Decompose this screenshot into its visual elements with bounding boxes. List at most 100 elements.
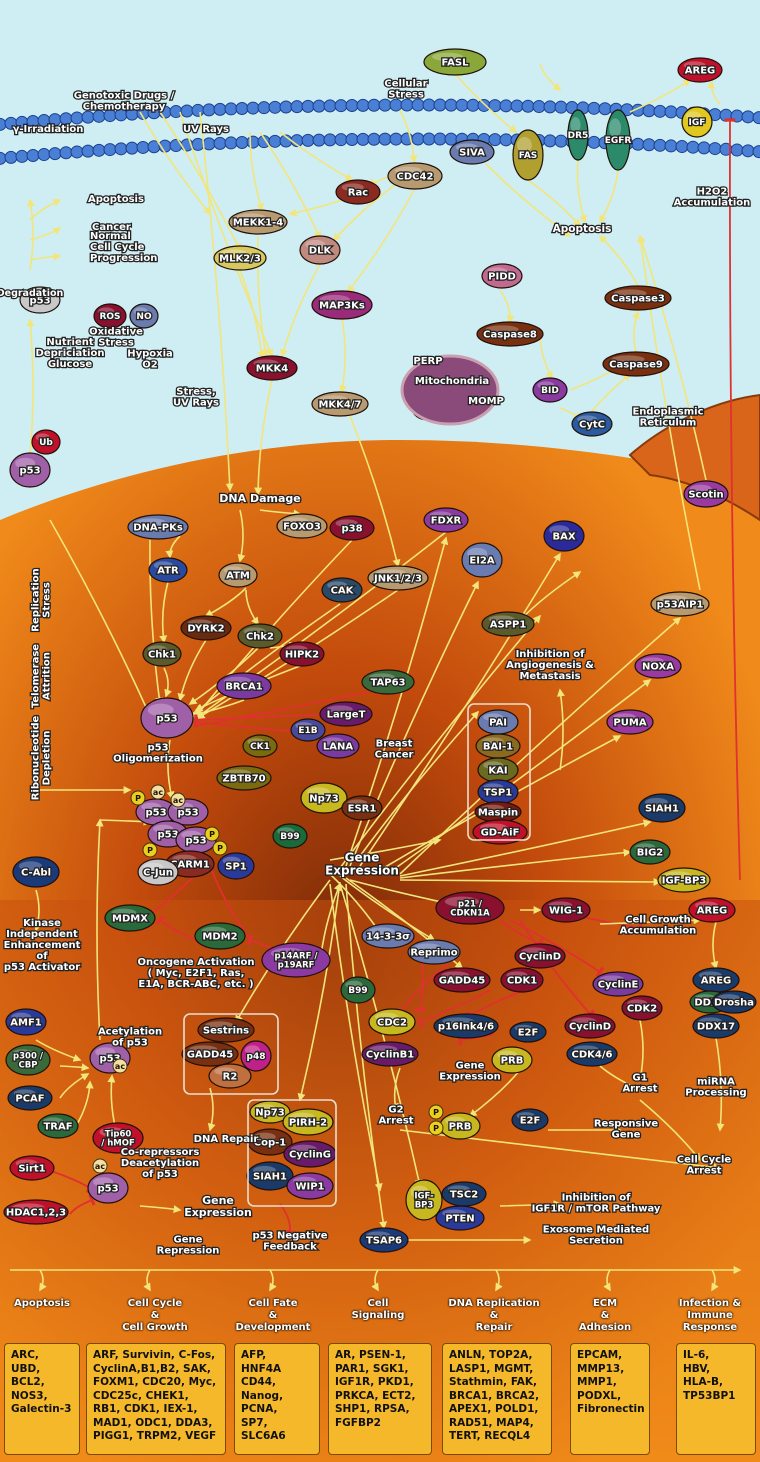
acetyl-marker: ac <box>112 1058 128 1074</box>
membrane-bead <box>323 133 337 147</box>
node-highlight <box>35 433 50 442</box>
node-shape <box>681 106 713 138</box>
membrane-bead <box>169 105 183 119</box>
activation-edge <box>179 111 274 358</box>
node-highlight <box>635 843 656 852</box>
node-shape <box>5 1044 51 1076</box>
membrane-bead <box>741 110 755 124</box>
node-highlight <box>214 1067 236 1076</box>
node-shape <box>629 839 671 865</box>
node-atm: ATM <box>218 562 258 588</box>
node-areg2: AREG <box>688 897 736 923</box>
node-shape <box>329 515 375 541</box>
label-line: Repression <box>157 1246 220 1257</box>
node-label: ATR <box>157 566 179 577</box>
label-line: Angiogenesis & <box>506 660 594 671</box>
membrane-bead <box>268 134 282 148</box>
membrane-bead <box>664 139 678 153</box>
activation-edge <box>345 536 449 867</box>
membrane-bead <box>400 98 414 112</box>
node-label: CyclinD <box>519 952 561 963</box>
membrane-bead <box>554 134 568 148</box>
node-highlight <box>283 517 309 526</box>
marker-dot <box>170 792 186 808</box>
label-line: DNA Repair <box>194 1134 259 1145</box>
membrane-bead <box>59 112 73 126</box>
membrane-bead <box>70 145 84 159</box>
inhibition-edge <box>509 919 605 978</box>
membrane-bead <box>642 104 656 118</box>
activation-edge <box>399 1129 722 1172</box>
node-highlight <box>13 1089 36 1098</box>
label-line: Kinase <box>23 918 61 929</box>
membrane-bead <box>378 98 392 112</box>
membrane-bead <box>367 98 381 112</box>
node-label: MEKK1-4 <box>233 218 283 229</box>
node-shape <box>688 897 736 923</box>
node-cjun: C-Jun <box>137 858 179 886</box>
acetyl-marker: ac <box>92 1158 108 1174</box>
activation-edge <box>349 415 401 568</box>
node-larget: LargeT <box>319 701 373 727</box>
label-line: Telomerase <box>31 644 42 708</box>
membrane-bead <box>224 102 238 116</box>
node-label: DR5 <box>568 131 589 141</box>
node-highlight <box>483 713 504 722</box>
node-highlight <box>480 804 504 812</box>
label-line: O2 <box>142 360 158 371</box>
node-p48: p48 <box>240 1040 272 1072</box>
node-shape <box>286 1172 334 1200</box>
node-shape <box>279 641 325 667</box>
node-label: PRB <box>501 1056 524 1067</box>
node-shape <box>340 976 376 1004</box>
activation-edge <box>245 589 259 626</box>
inhibition-edge <box>69 1194 96 1215</box>
marker-dot <box>428 1120 444 1136</box>
node-chk2: Chk2 <box>237 623 283 649</box>
node-np73b: Np73 <box>249 1100 291 1124</box>
node-shape <box>564 1013 616 1039</box>
membrane-bead <box>730 109 744 123</box>
node-shape <box>491 1046 533 1074</box>
node-highlight <box>613 289 647 298</box>
membrane-bead <box>312 133 326 147</box>
node-label: E2F <box>518 1028 539 1039</box>
activation-edge <box>539 333 553 380</box>
node-label: PIRH-2 <box>289 1118 327 1129</box>
membrane-bead <box>697 141 711 155</box>
node-ck1: CK1 <box>242 734 278 758</box>
node-shape <box>216 672 272 700</box>
membrane-bead <box>224 136 238 150</box>
node-highlight <box>573 1045 599 1054</box>
node-shape <box>19 286 61 314</box>
node-label: PCAF <box>15 1094 44 1105</box>
node-puma: PUMA <box>606 709 654 735</box>
label-line: PERP <box>413 356 442 367</box>
phospho-marker: P <box>428 1104 444 1120</box>
activation-edge <box>638 234 707 481</box>
activation-edge <box>599 169 619 224</box>
node-highlight <box>335 519 358 528</box>
node-shape <box>566 1041 618 1067</box>
node-highlight <box>698 1017 722 1026</box>
membrane-bead <box>598 102 612 116</box>
node-shape <box>321 577 363 603</box>
node-shape <box>9 1155 55 1181</box>
node-label: AREG <box>697 906 727 917</box>
node-label: HIPK2 <box>285 650 319 661</box>
activation-edge <box>399 877 662 886</box>
phospho-marker: P <box>428 1120 444 1136</box>
activation-edge <box>636 234 701 591</box>
node-label: TSP1 <box>484 788 512 799</box>
label-line: Breast <box>376 739 413 750</box>
node-shape <box>335 179 381 205</box>
node-highlight <box>432 52 464 61</box>
label-line: Accumulation <box>620 926 697 937</box>
node-label: CDK4/6 <box>572 1050 613 1061</box>
